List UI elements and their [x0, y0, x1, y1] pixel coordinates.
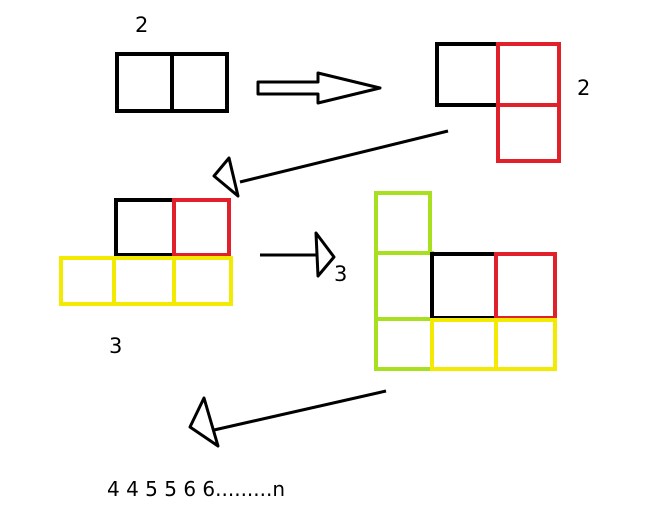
diagonal-arrow-left-down: [212, 129, 449, 198]
step-3-count-label: 3: [109, 334, 123, 358]
square: [115, 52, 174, 113]
square: [430, 318, 498, 371]
step-4-count-label: 3: [334, 262, 348, 286]
step-2-count-label: 2: [577, 76, 591, 100]
square: [496, 103, 561, 163]
step-1-shape: [115, 52, 229, 113]
square: [112, 256, 176, 306]
step-4-shape: [374, 191, 557, 371]
square: [496, 42, 561, 107]
square: [172, 256, 233, 306]
small-right-arrow: [260, 231, 336, 278]
square: [59, 256, 116, 306]
square: [494, 318, 557, 371]
sequence-label: 4 4 5 5 6 6.........n: [107, 477, 286, 501]
square: [114, 198, 176, 257]
square: [494, 252, 557, 320]
square: [374, 251, 434, 321]
hollow-right-arrow: [256, 71, 382, 105]
square: [170, 52, 229, 113]
step-1-count-label: 2: [135, 13, 149, 37]
step-2-shape: [435, 42, 561, 163]
square: [374, 191, 432, 255]
step-3-shape: [59, 198, 233, 306]
square: [374, 317, 434, 371]
square: [430, 252, 498, 320]
square: [435, 42, 500, 107]
bottom-arrow-left: [188, 389, 387, 448]
square: [172, 198, 231, 257]
